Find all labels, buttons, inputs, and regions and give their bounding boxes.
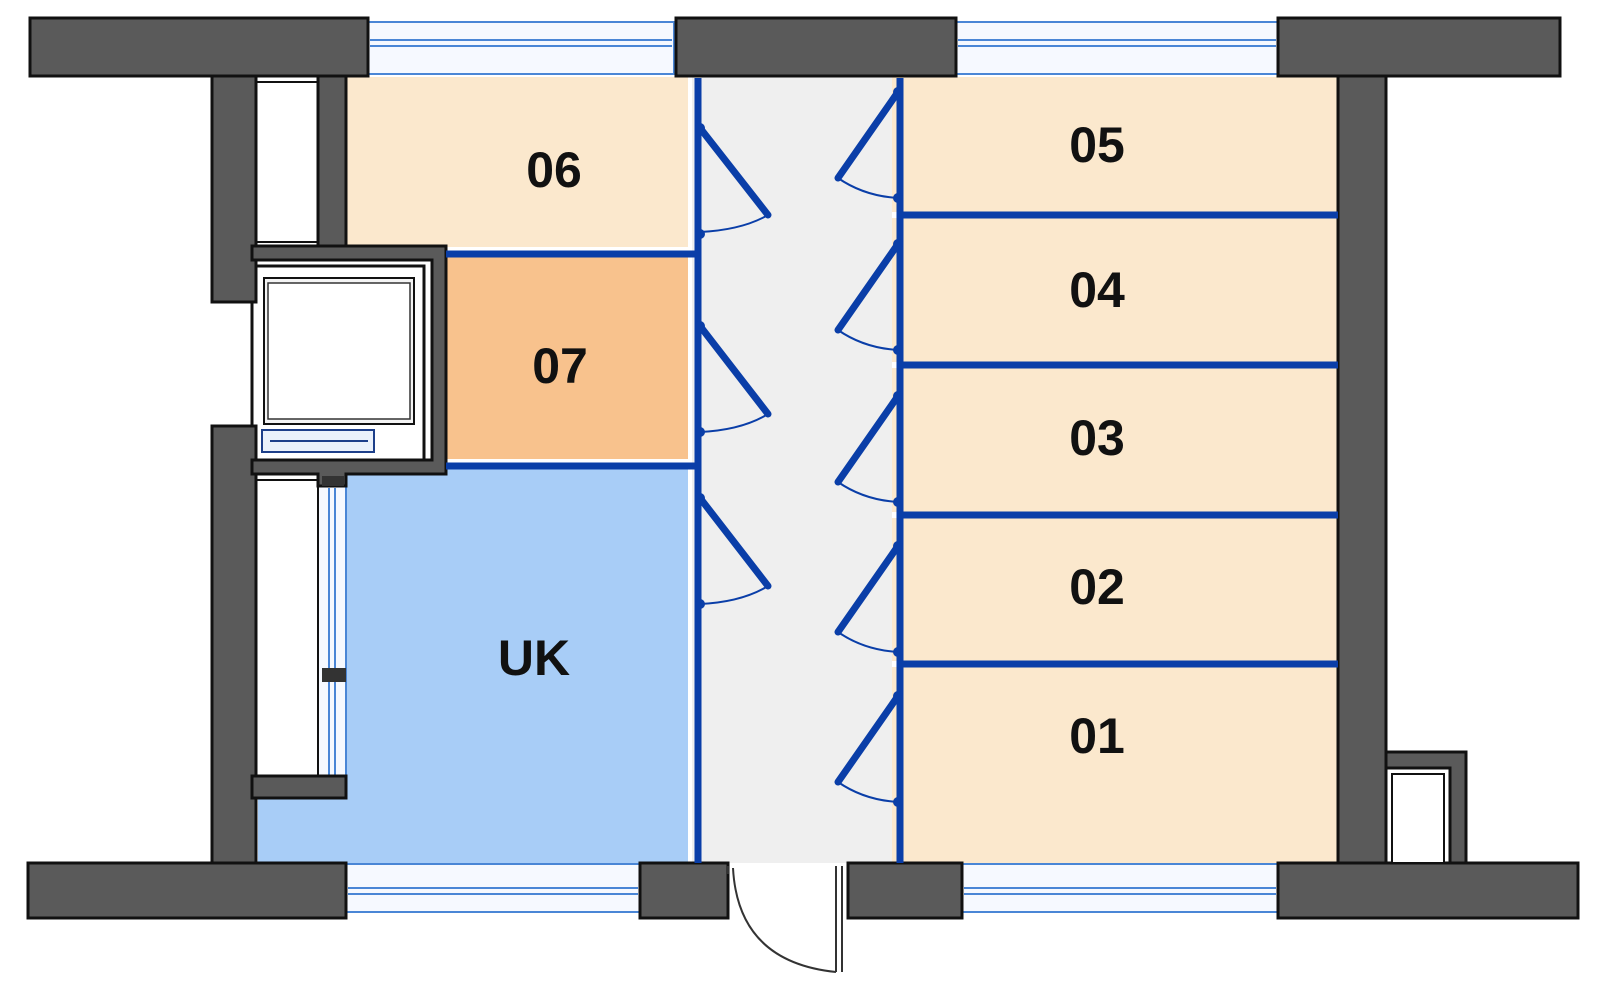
door-03[interactable] [834,391,903,507]
room-label-04: 04 [1069,262,1125,318]
door-uk[interactable] [695,493,772,609]
wall-left-inner-upper [316,74,348,248]
wall-bottom-left [26,861,348,920]
wall-left-step [250,774,348,800]
door-07[interactable] [695,321,772,437]
window-bottom-left [345,863,641,913]
door-06[interactable] [695,123,772,239]
room-label-uk: UK [498,630,570,686]
partitions [446,78,1338,863]
entrance-door[interactable] [727,866,843,973]
door-01[interactable] [834,691,903,807]
door-02[interactable] [834,541,903,657]
room-label-05: 05 [1069,117,1125,173]
wall-top-right [1276,16,1562,78]
window-bottom-right [961,863,1279,913]
interior-doors [695,87,903,807]
wall-right-closet [1384,750,1468,865]
wall-bottom-right [1276,861,1580,920]
elevator [250,264,426,462]
room-04-area[interactable] [892,218,1338,362]
room-01-area[interactable] [892,667,1338,863]
wall-bottom-mid-right [846,861,964,920]
door-05[interactable] [834,87,903,203]
room-label-07: 07 [532,338,588,394]
wall-elevator-surround [250,244,448,488]
room-fills [258,77,1338,863]
corridor-area [692,77,892,863]
window-left-lower-opening [255,479,319,777]
room-06-area[interactable] [346,77,688,247]
window-left-vertical [317,485,347,793]
room-07-area[interactable] [440,254,688,459]
wall-top-middle [674,16,958,78]
window-left-upper-opening [255,81,319,243]
room-label-02: 02 [1069,559,1125,615]
wall-right [1336,74,1388,865]
windows [255,21,1279,913]
wall-left-lower [210,424,258,865]
room-labels: 06 07 UK 05 04 03 02 01 [498,117,1125,764]
window-top-left [367,21,675,75]
room-uk-area[interactable] [258,464,688,863]
wall-left-upper [210,74,258,304]
window-hardware [322,476,346,682]
door-04[interactable] [834,239,903,355]
wall-top-left [28,16,370,78]
wall-bottom-mid-left [638,861,730,920]
right-closet-opening [1391,773,1445,864]
room-label-01: 01 [1069,708,1125,764]
room-02-area[interactable] [892,518,1338,661]
room-05-area[interactable] [892,77,1338,212]
walls [26,16,1580,920]
window-top-right [955,21,1279,75]
room-03-area[interactable] [892,368,1338,512]
room-label-06: 06 [526,142,582,198]
room-label-03: 03 [1069,410,1125,466]
